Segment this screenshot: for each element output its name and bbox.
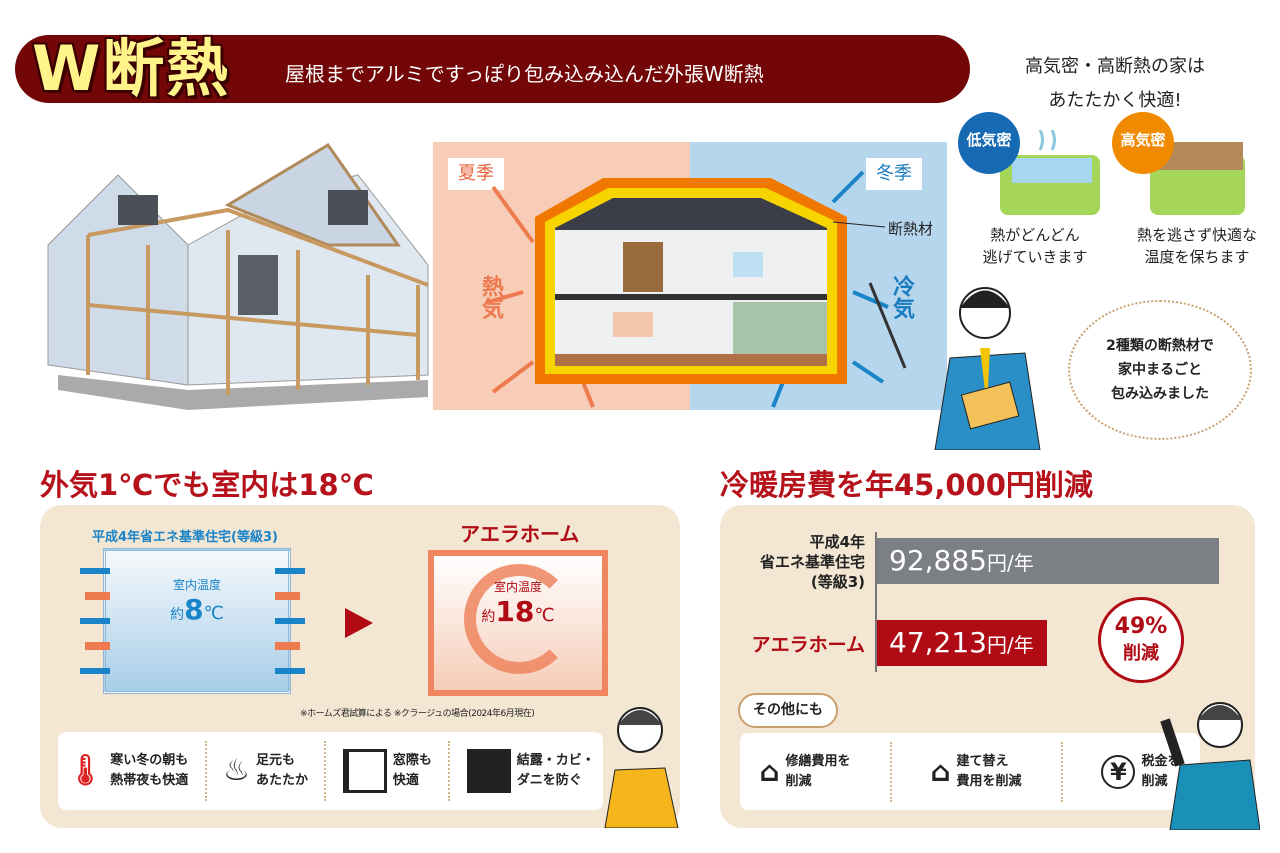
bar-amount: 92,885 — [889, 544, 987, 577]
others-bubble: その他にも — [738, 693, 838, 728]
cost-heading: 冷暖房費を年45,000円削減 — [720, 468, 1093, 502]
label-line: 平成4年 — [809, 533, 865, 551]
temp-unit: ℃ — [203, 603, 224, 624]
window-icon — [342, 749, 387, 793]
cold-air-label: 冷気 — [889, 275, 914, 319]
seated-person-icon: ♨ — [223, 753, 251, 788]
temp-value: 8 — [184, 593, 204, 626]
reduction-percent: 49% — [1114, 614, 1168, 639]
comfort-heading: 高気密・高断熱の家は あたたかく快適! — [990, 50, 1240, 118]
low-airtight-caption: 熱がどんどん逃げていきます — [960, 224, 1110, 268]
temp-prefix: 約 — [170, 607, 185, 623]
divider — [324, 741, 327, 801]
thinking-man-illustration — [604, 707, 679, 828]
house-wrench-icon: ⌂ — [930, 754, 951, 788]
high-airtight-badge: 高気密 — [1112, 112, 1174, 174]
other-text: 削減 — [1141, 773, 1168, 789]
aera-home-bar-label: アエラホーム — [751, 634, 865, 656]
comfort-line1: 高気密・高断熱の家は — [1025, 56, 1205, 77]
other-text: 建て替え — [956, 753, 1009, 769]
temp-value: 18 — [495, 595, 535, 628]
old-house-cost-bar: 92,885円/年 — [877, 538, 1219, 584]
feature-feet: ♨ 足元もあたたか — [223, 751, 308, 791]
feature-text: 窓際も — [392, 753, 432, 768]
features-box: 🌡 寒い冬の朝も熱帯夜も快適 ♨ 足元もあたたか 窓際も快適 結露・カビ・ダニを防ぐ — [58, 732, 603, 810]
other-text: 税金を — [1141, 753, 1181, 769]
label-line: (等級3) — [810, 573, 865, 591]
speech-line: 包み込みました — [1111, 386, 1209, 402]
winter-label: 冬季 — [866, 158, 922, 190]
yen-coin-icon: ¥ — [1101, 754, 1136, 789]
speech-line: 2種類の断熱材で — [1106, 338, 1214, 354]
insulation-label: 断熱材 — [888, 220, 934, 238]
low-airtight-badge: 低気密 — [958, 112, 1020, 174]
divider — [204, 741, 207, 801]
summer-label: 夏季 — [448, 158, 504, 190]
feature-text: あたたか — [256, 773, 309, 788]
other-text: 削減 — [785, 773, 812, 789]
bar-axis — [875, 532, 877, 672]
high-airtight-caption: 熱を逃さず快適な温度を保ちます — [1122, 224, 1272, 268]
reduction-badge: 49% 削減 — [1098, 597, 1184, 683]
label-line: 省エネ基準住宅 — [759, 553, 865, 571]
feature-condensation: 結露・カビ・ダニを防ぐ — [466, 749, 595, 793]
caption-line: 熱がどんどん — [990, 226, 1080, 244]
bar-unit: 円/年 — [986, 633, 1034, 657]
house-hammer-icon: ⌂ — [759, 754, 780, 788]
feature-text: 快適 — [392, 773, 419, 788]
insulated-house-diagram — [487, 170, 889, 408]
feature-text: ダニを防ぐ — [516, 773, 582, 788]
divider — [1060, 741, 1063, 802]
bar-amount: 47,213 — [889, 626, 987, 659]
feature-text: 熱帯夜も快適 — [110, 773, 189, 788]
reduction-word: 削減 — [1123, 643, 1159, 664]
temp-caption: 室内温度 — [493, 580, 542, 594]
other-text: 費用を削減 — [956, 773, 1022, 789]
temp-heading: 外気1℃でも室内は18℃ — [40, 468, 374, 502]
aera-home-cost-bar: 47,213円/年 — [877, 620, 1047, 666]
divider — [448, 741, 451, 801]
subtitle: 屋根までアルミですっぽり包み込み込んだ外張W断熱 — [285, 62, 764, 86]
arrow-right-icon — [345, 608, 373, 638]
feature-text: 寒い冬の朝も — [110, 753, 189, 768]
title-banner — [15, 35, 970, 103]
old-house-label: 平成4年省エネ基準住宅(等級3) — [92, 530, 278, 545]
temp-caption: 室内温度 — [172, 578, 221, 592]
aera-home-label: アエラホーム — [460, 522, 580, 546]
logo-title: W断熱 — [32, 32, 231, 105]
cheering-man-illustration — [1160, 702, 1260, 830]
house-frame-image — [47, 142, 429, 410]
caption-line: 逃げていきます — [982, 248, 1088, 266]
footnote: ※ホームズ君試算による ※クラージュの場合(2024年6月現在) — [300, 709, 535, 719]
other-text: 修繕費用を — [785, 753, 851, 769]
other-rebuild: ⌂ 建て替え費用を削減 — [930, 752, 1021, 792]
feature-text: 足元も — [256, 753, 296, 768]
thermometer-icon: 🌡 — [66, 753, 105, 788]
other-repair: ⌂ 修繕費用を削減 — [759, 752, 850, 792]
temp-prefix: 約 — [481, 609, 496, 625]
temp-unit: ℃ — [534, 605, 555, 626]
feature-thermometer: 🌡 寒い冬の朝も熱帯夜も快適 — [66, 751, 188, 791]
feature-window: 窓際も快適 — [342, 749, 432, 793]
speech-line: 家中まるごと — [1118, 362, 1202, 378]
heat-exchange-arrows — [80, 568, 305, 674]
aera-home-room: 室内温度 約18℃ — [428, 550, 608, 696]
condensation-window-icon — [466, 749, 511, 793]
divider — [889, 741, 892, 802]
others-box: ⌂ 修繕費用を削減 ⌂ 建て替え費用を削減 ¥ 税金を削減 — [740, 733, 1200, 810]
other-tax: ¥ 税金を削減 — [1101, 752, 1181, 792]
old-house-bar-label: 平成4年省エネ基準住宅 (等級3) — [735, 532, 865, 592]
speech-cloud: 2種類の断熱材で 家中まるごと 包み込みました — [1068, 300, 1252, 440]
feature-text: 結露・カビ・ — [516, 753, 595, 768]
bar-unit: 円/年 — [986, 551, 1034, 575]
comfort-line2: あたたかく快適! — [1048, 90, 1182, 111]
caption-line: 温度を保ちます — [1144, 248, 1250, 266]
presenter-illustration — [868, 282, 1041, 450]
caption-line: 熱を逃さず快適な — [1136, 226, 1257, 244]
